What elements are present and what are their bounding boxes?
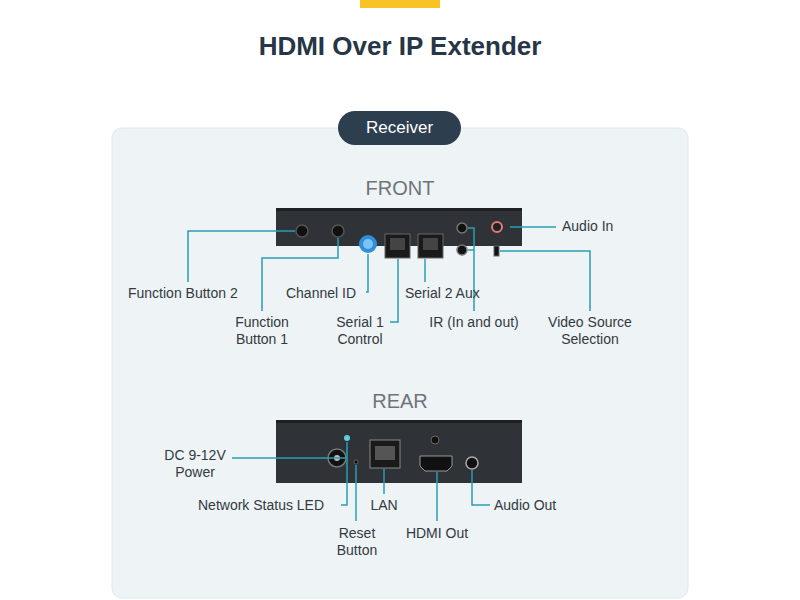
part-label: Channel ID (276, 285, 366, 302)
title: HDMI Over IP Extender (0, 30, 800, 62)
part-label: Function Button 1 (222, 314, 302, 348)
view-heading: FRONT (278, 176, 522, 200)
rear-device (276, 420, 522, 483)
pill-label: Receiver (366, 118, 433, 138)
part-label: DC 9-12V Power (160, 447, 230, 481)
part-label: Reset Button (327, 525, 387, 559)
part-label: Audio In (562, 218, 662, 235)
part-label: Network Status LED (198, 497, 340, 514)
panel (112, 128, 688, 598)
leader-lines (188, 227, 590, 521)
part-label: IR (In and out) (409, 314, 539, 331)
part-label: Serial 1 Control (325, 314, 395, 348)
part-label: HDMI Out (397, 525, 477, 542)
accent-bar (360, 0, 440, 8)
front-device (276, 208, 522, 258)
section-pill: Receiver (338, 111, 461, 145)
part-label: Function Button 2 (128, 285, 258, 302)
part-label: Video Source Selection (535, 314, 645, 348)
part-label: Audio Out (494, 497, 584, 514)
view-heading: REAR (278, 389, 522, 413)
part-label: LAN (364, 497, 404, 514)
part-label: Serial 2 Aux (405, 285, 495, 302)
